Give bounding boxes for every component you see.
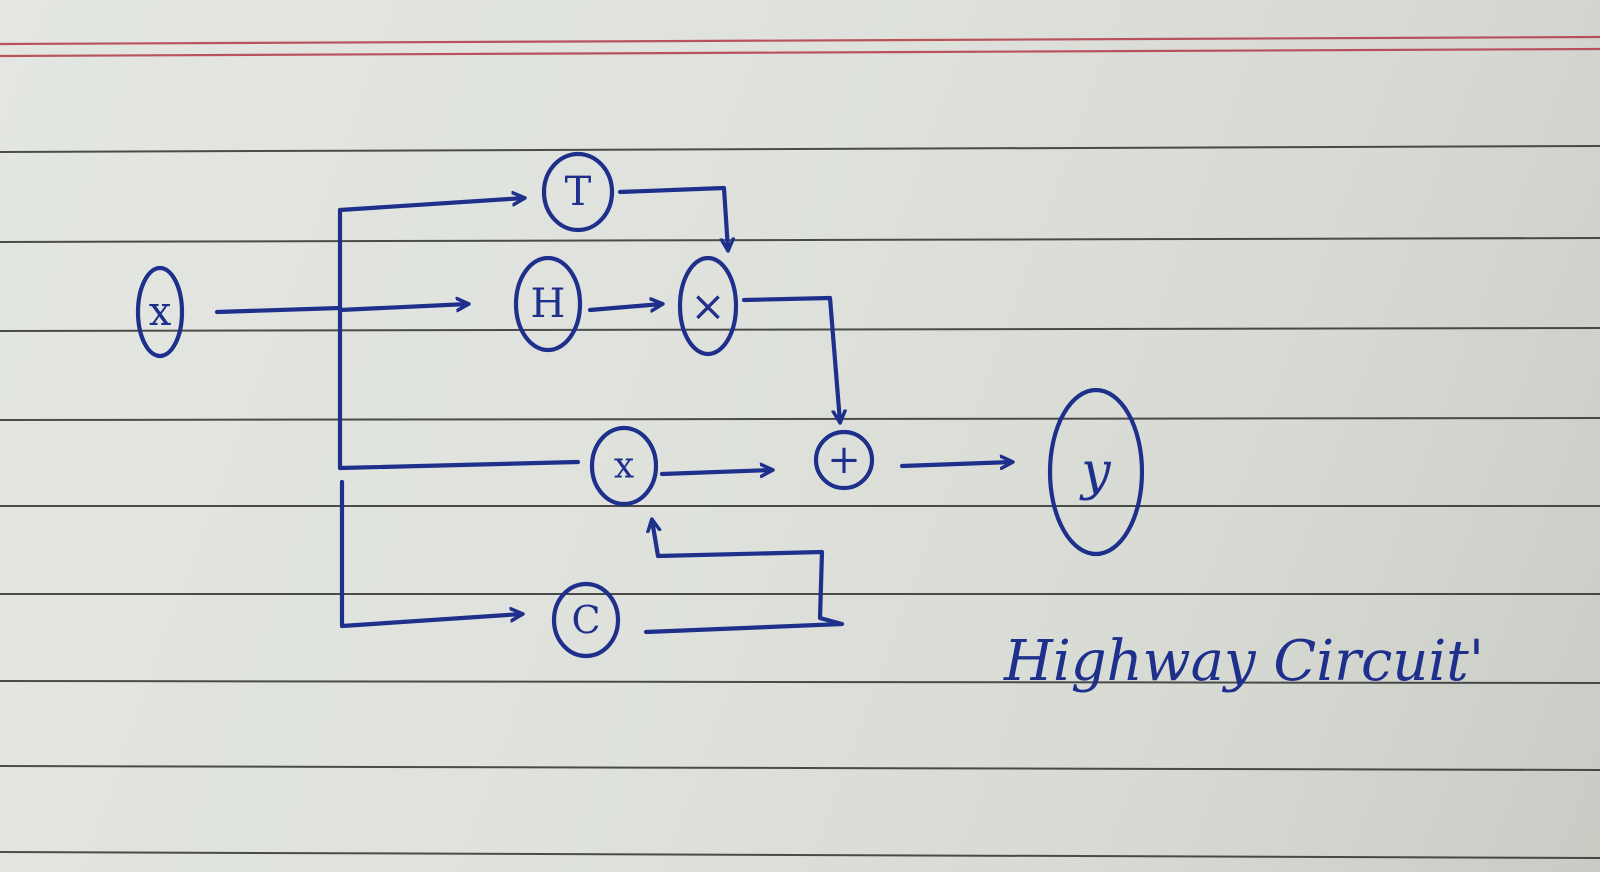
node-multiply-top: ×: [677, 255, 739, 357]
node-carry-gate-label: C: [571, 598, 600, 642]
node-add: +: [813, 429, 875, 491]
edge-multiply-top-to-add: [741, 295, 840, 422]
edge-trunk-to-t-gate: [337, 198, 524, 213]
edge-t-gate-to-multiply-top: [617, 185, 728, 250]
edge-input-to-trunk: [214, 305, 343, 315]
node-transform-gate-ring: [541, 151, 615, 233]
edge-x-copy-to-multiply-bottom: [659, 470, 772, 474]
edge-trunk-to-x-copy: [337, 459, 581, 471]
node-carry-gate: C: [551, 581, 621, 659]
notebook-margin-lines: [0, 35, 1600, 58]
node-multiply-top-ring: [677, 255, 739, 357]
edge-trunk-to-hidden: [337, 304, 468, 310]
node-transform-gate: T: [541, 151, 615, 233]
edge-add-to-output: [899, 462, 1012, 466]
node-input-label: x: [149, 289, 172, 335]
node-input-copy-ring: [589, 425, 659, 507]
diagram-caption: Highway Circuit': [1003, 629, 1484, 694]
node-input-copy-label: x: [614, 446, 634, 487]
node-multiply-bottom-overlay: ×: [761, 451, 795, 497]
diagram-edges: [214, 185, 1012, 635]
node-output-ring: [1047, 387, 1145, 557]
node-transform-gate-label: T: [565, 169, 592, 215]
node-output: y: [1047, 387, 1145, 557]
node-add-label: +: [827, 437, 861, 483]
node-hidden: H: [513, 255, 583, 353]
edge-c-gate-to-multiply-bottom: [643, 520, 845, 635]
node-hidden-label: H: [531, 281, 566, 327]
edge-hidden-to-multiply-top: [587, 304, 662, 310]
edge-trunk-to-c-gate: [339, 614, 522, 629]
node-input-ring: [135, 265, 185, 359]
node-carry-gate-ring: [551, 581, 621, 659]
node-multiply-bottom-label: ×: [761, 451, 795, 497]
node-output-label: y: [1079, 442, 1111, 502]
node-add-ring: [813, 429, 875, 491]
notebook-ruled-lines: [0, 145, 1600, 859]
node-multiply-top-label: ×: [690, 282, 725, 331]
node-input-copy: x: [589, 425, 659, 507]
node-hidden-ring: [513, 255, 583, 353]
node-input: x: [135, 265, 185, 359]
